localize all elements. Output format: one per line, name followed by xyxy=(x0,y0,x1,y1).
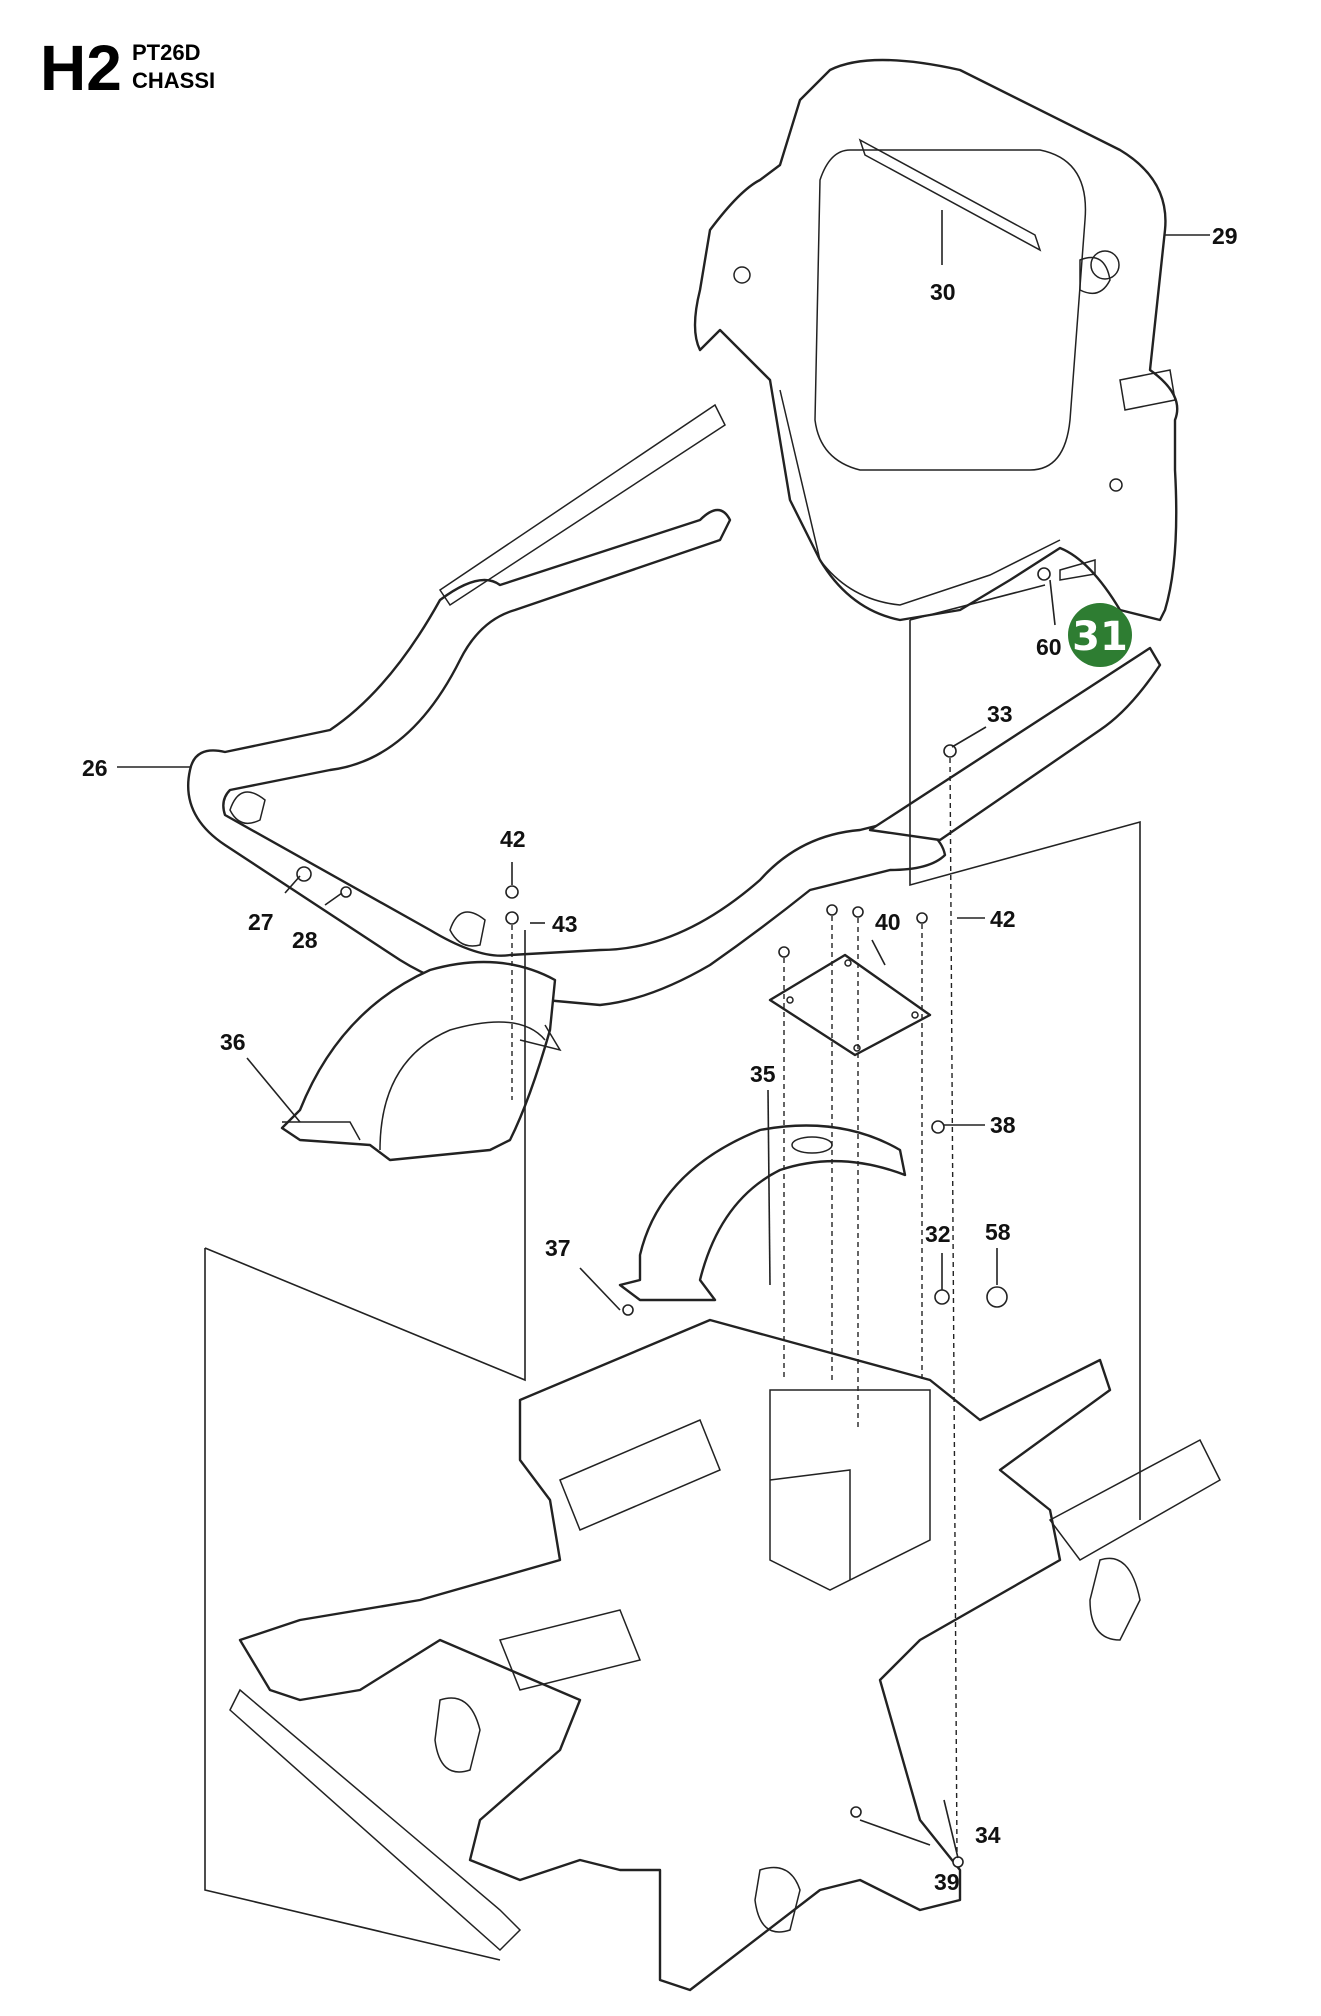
section-code: H2 xyxy=(40,32,122,104)
callout-28: 28 xyxy=(292,927,318,953)
callout-43: 43 xyxy=(552,911,578,937)
callout-42-right: 42 xyxy=(990,906,1016,932)
callout-34: 34 xyxy=(975,1822,1001,1848)
callout-30: 30 xyxy=(930,279,956,305)
callout-27: 27 xyxy=(248,909,274,935)
left-fender-drawing xyxy=(280,960,562,1162)
chassis-drawing xyxy=(229,1318,1221,1992)
callout-38: 38 xyxy=(990,1112,1016,1138)
callout-39: 39 xyxy=(934,1869,960,1895)
assembly-lines xyxy=(511,757,958,1856)
seat-frame-drawing xyxy=(187,403,1162,1007)
callout-32: 32 xyxy=(925,1221,951,1247)
callout-29: 29 xyxy=(1212,223,1238,249)
callout-26: 26 xyxy=(82,755,108,781)
highlight-circle xyxy=(1068,603,1132,667)
callout-58: 58 xyxy=(985,1219,1011,1245)
callout-42-left: 42 xyxy=(500,826,526,852)
header: H2 PT26D CHASSI xyxy=(40,32,215,104)
cover-plate-drawing xyxy=(768,953,932,1057)
leader-lines xyxy=(117,579,1056,1859)
callout-37: 37 xyxy=(545,1235,571,1261)
callout-33: 33 xyxy=(987,701,1013,727)
callout-60: 60 xyxy=(1036,634,1062,660)
hardware-drawing xyxy=(296,559,1096,1868)
highlight-badge-31[interactable]: 31 xyxy=(1068,603,1132,667)
callout-35: 35 xyxy=(750,1061,776,1087)
callout-40: 40 xyxy=(875,909,901,935)
seat-back-drawing xyxy=(693,58,1179,622)
callout-labels: 26 27 28 29 30 32 33 34 35 36 37 38 39 4… xyxy=(82,223,1238,1895)
callout-36: 36 xyxy=(220,1029,246,1055)
model-name: PT26D xyxy=(132,40,200,65)
right-fender-drawing xyxy=(618,1124,907,1302)
highlight-label: 31 xyxy=(1072,614,1128,660)
section-name: CHASSI xyxy=(132,68,215,93)
